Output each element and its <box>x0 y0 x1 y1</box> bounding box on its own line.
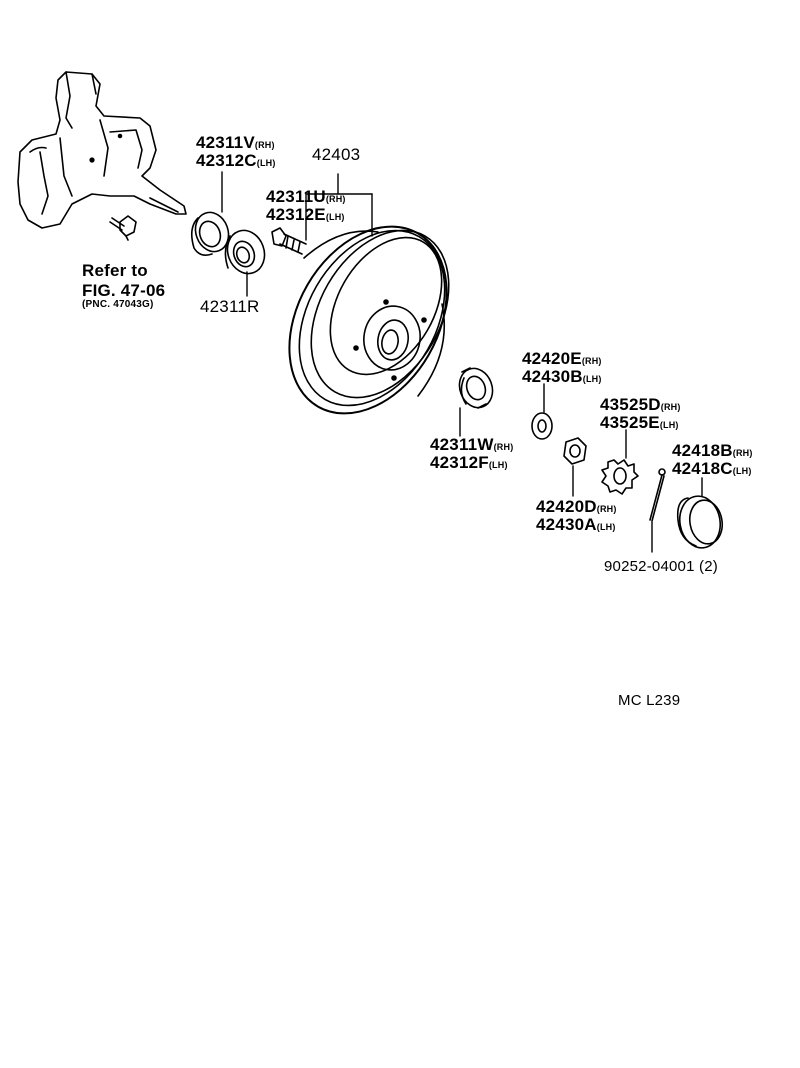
label-42311R: 42311R <box>200 297 260 316</box>
label-42403: 42403 <box>312 145 361 164</box>
outer-bearing <box>458 367 494 409</box>
knuckle-bolt <box>109 215 137 241</box>
hub-nut <box>563 437 587 465</box>
refer-note-line3: (PNC. 47043G) <box>82 299 154 310</box>
label-42430B: 42430B(LH) <box>522 367 602 386</box>
refer-note-line2: FIG. 47-06 <box>82 281 166 300</box>
hub-bolt <box>271 227 307 255</box>
steering-knuckle <box>17 71 187 229</box>
label-42311U: 42311U(RH) <box>266 187 346 206</box>
leader-lines <box>221 171 703 553</box>
oil-seal <box>190 211 230 256</box>
label-42312C: 42312C(LH) <box>196 151 276 170</box>
label-42312F: 42312F(LH) <box>430 453 508 472</box>
label-43525D: 43525D(RH) <box>600 395 681 414</box>
label-42312E: 42312E(LH) <box>266 205 345 224</box>
brake-drum <box>288 225 450 415</box>
label-42311V: 42311V(RH) <box>196 133 275 152</box>
label-42418B: 42418B(RH) <box>672 441 753 460</box>
figure-code: MC L239 <box>618 692 681 709</box>
refer-note-line1: Refer to <box>82 261 148 280</box>
label-42420D: 42420D(RH) <box>536 497 617 516</box>
label-42430A: 42430A(LH) <box>536 515 616 534</box>
cotter-pin <box>649 468 666 522</box>
nut-lock <box>601 459 639 495</box>
label-43525E: 43525E(LH) <box>600 413 679 432</box>
label-90252-04001: 90252-04001 (2) <box>604 558 718 575</box>
label-42420E: 42420E(RH) <box>522 349 602 368</box>
thrust-washer <box>531 412 553 440</box>
label-42311W: 42311W(RH) <box>430 435 514 454</box>
label-42418C: 42418C(LH) <box>672 459 752 478</box>
inner-bearing <box>224 229 266 275</box>
grease-cap <box>676 495 724 549</box>
